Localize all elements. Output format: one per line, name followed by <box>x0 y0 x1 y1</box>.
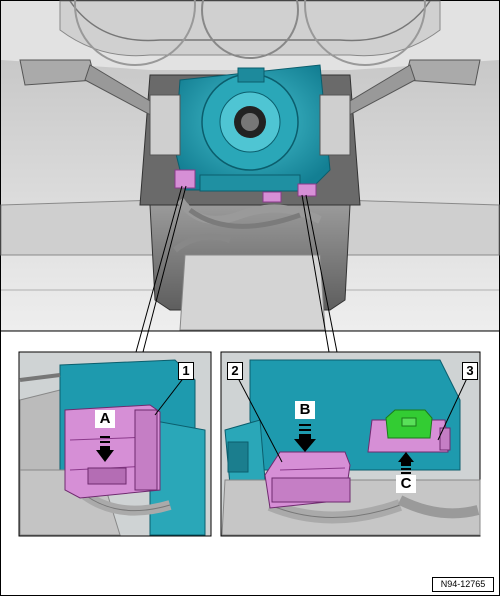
connector-2-detail <box>264 451 351 509</box>
connector-3-detail <box>367 409 451 453</box>
connector-1-overview <box>174 169 196 189</box>
zoom-leader-lines <box>135 185 338 353</box>
connector-3-overview <box>297 183 317 197</box>
callout-b: B <box>295 401 315 419</box>
arrow-a <box>96 436 114 462</box>
connector-2-overview <box>262 191 282 203</box>
arrow-c <box>398 452 414 474</box>
callout-1: 1 <box>178 362 194 380</box>
callout-c: C <box>396 475 416 493</box>
callout-a: A <box>95 410 115 428</box>
detail-panel-right <box>220 351 481 537</box>
arrow-b <box>294 424 316 452</box>
callout-3: 3 <box>462 362 478 380</box>
clock-spring <box>174 64 331 192</box>
detail-panel-left <box>18 351 212 537</box>
figure-id-label: N94-12765 <box>432 577 494 592</box>
overview-image <box>0 0 500 331</box>
callout-2: 2 <box>227 362 243 380</box>
